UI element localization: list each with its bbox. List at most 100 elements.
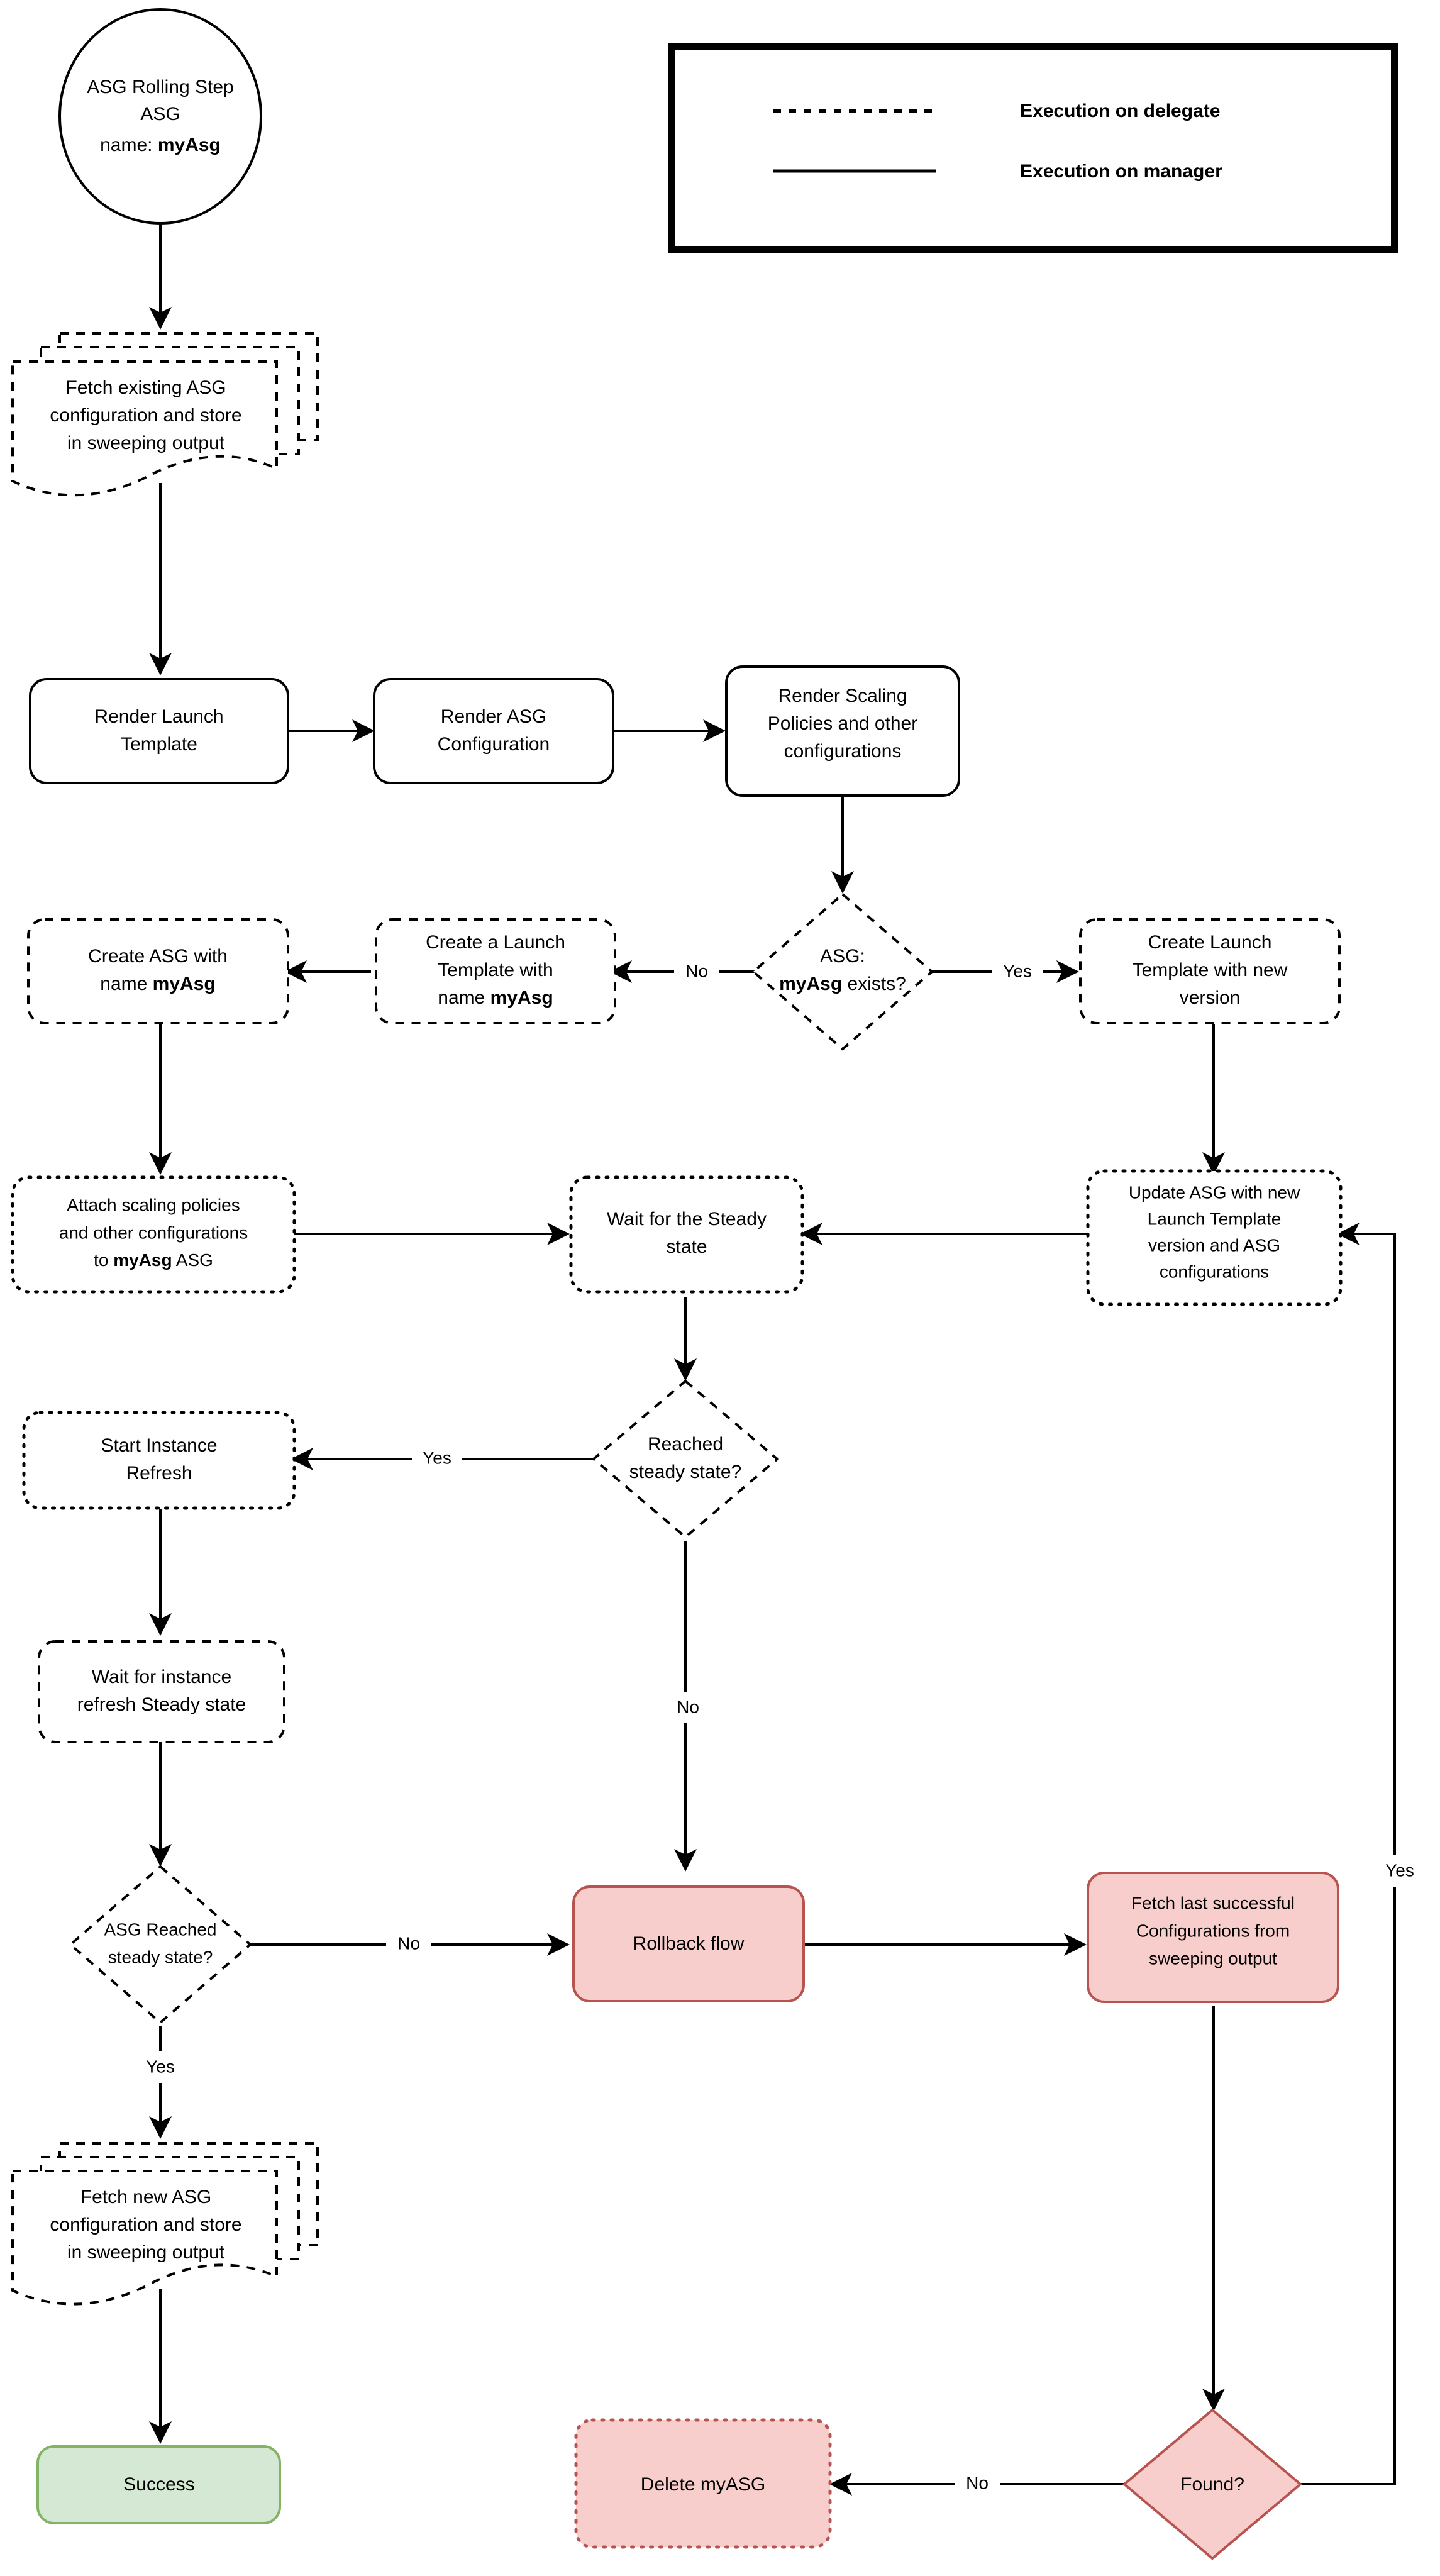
node-found-decision[interactable]: Found? bbox=[1122, 2408, 1303, 2560]
node-create-asg[interactable]: Create ASG with name myAsg bbox=[27, 918, 289, 1024]
node-render-asg-configuration[interactable]: Render ASG Configuration bbox=[373, 678, 614, 784]
update-asg-box bbox=[1086, 1169, 1343, 1306]
update-asg-line2: Launch Template bbox=[1148, 1209, 1282, 1228]
legend-label-manager: Execution on manager bbox=[1020, 161, 1222, 182]
start-instance-refresh-line2: Refresh bbox=[126, 1463, 192, 1484]
wait-steady-state-line1: Wait for the Steady bbox=[607, 1209, 767, 1230]
edge-label-no-reached-steady: No bbox=[677, 1697, 699, 1716]
found-label: Found? bbox=[1180, 2474, 1244, 2495]
asg-reached-steady-state-diamond bbox=[68, 1865, 253, 2024]
edge-label-yes-reached-steady: Yes bbox=[423, 1448, 451, 1467]
attach-scaling-policies-line2: and other configurations bbox=[59, 1223, 248, 1242]
node-fetch-last-successful[interactable]: Fetch last successful Configurations fro… bbox=[1087, 1872, 1339, 2003]
success-box bbox=[36, 2445, 281, 2524]
start-label-line1: ASG Rolling Step bbox=[87, 77, 233, 97]
edge-label-bg-no-reached-steady bbox=[665, 1692, 711, 1723]
edge-label-no-asg-exists: No bbox=[685, 961, 708, 980]
create-lt-new-version-box bbox=[1079, 918, 1341, 1024]
success-label: Success bbox=[123, 2474, 194, 2495]
attach-scaling-policies-line1: Attach scaling policies bbox=[67, 1195, 240, 1214]
edge-label-no-asg-reached: No bbox=[397, 1933, 420, 1953]
node-success[interactable]: Success bbox=[36, 2445, 281, 2524]
asg-exists-diamond bbox=[751, 892, 934, 1051]
legend: Execution on delegate Execution on manag… bbox=[668, 43, 1398, 253]
fetch-last-successful-line3: sweeping output bbox=[1149, 1948, 1277, 1968]
create-asg-box bbox=[27, 918, 289, 1024]
wait-instance-refresh-line2: refresh Steady state bbox=[77, 1694, 246, 1715]
create-asg-line2: name myAsg bbox=[100, 974, 215, 994]
wait-instance-refresh-box bbox=[38, 1640, 285, 1743]
node-delete-myasg[interactable]: Delete myASG bbox=[574, 2418, 832, 2549]
render-scaling-policies-line3: configurations bbox=[784, 741, 902, 762]
node-start[interactable]: ASG Rolling Step ASG name: myAsg bbox=[58, 8, 262, 225]
node-asg-exists-decision[interactable]: ASG: myAsg exists? bbox=[751, 892, 934, 1051]
fetch-last-successful-line1: Fetch last successful bbox=[1131, 1893, 1295, 1913]
legend-label-delegate: Execution on delegate bbox=[1020, 101, 1220, 121]
node-fetch-new-asg[interactable]: Fetch new ASG configuration and store in… bbox=[11, 2142, 319, 2306]
node-create-a-launch-template[interactable]: Create a Launch Template with name myAsg bbox=[375, 918, 616, 1024]
attach-scaling-policies-box bbox=[11, 1175, 296, 1294]
start-label-line3: name: myAsg bbox=[100, 135, 221, 155]
create-a-launch-template-line2: Template with bbox=[438, 960, 553, 980]
node-fetch-existing-asg[interactable]: Fetch existing ASG configuration and sto… bbox=[11, 332, 319, 497]
fetch-existing-label-line3: in sweeping output bbox=[67, 433, 225, 453]
edge-label-bg-yes-found bbox=[1375, 1855, 1425, 1887]
render-asg-configuration-box bbox=[373, 678, 614, 784]
reached-steady-state-line1: Reached bbox=[648, 1434, 723, 1455]
fetch-existing-label-line2: configuration and store bbox=[50, 405, 241, 426]
fetch-new-asg-line1: Fetch new ASG bbox=[80, 2187, 211, 2207]
node-rollback-flow[interactable]: Rollback flow bbox=[572, 1885, 805, 2002]
start-ellipse bbox=[58, 8, 262, 225]
update-asg-line3: version and ASG bbox=[1148, 1235, 1280, 1255]
render-launch-template-box bbox=[29, 678, 289, 784]
fetch-last-successful-box bbox=[1087, 1872, 1339, 2003]
create-a-launch-template-box bbox=[375, 918, 616, 1024]
create-lt-new-version-line2: Template with new bbox=[1133, 960, 1288, 980]
start-label-line2: ASG bbox=[140, 104, 180, 125]
create-a-launch-template-line1: Create a Launch bbox=[426, 932, 565, 953]
node-render-scaling-policies[interactable]: Render Scaling Policies and other config… bbox=[725, 665, 960, 797]
node-wait-steady-state[interactable]: Wait for the Steady state bbox=[569, 1175, 804, 1294]
edge-label-bg-no-asg-exists bbox=[674, 956, 719, 987]
delete-myasg-box bbox=[574, 2418, 832, 2549]
node-wait-instance-refresh[interactable]: Wait for instance refresh Steady state bbox=[38, 1640, 285, 1743]
wait-instance-refresh-line1: Wait for instance bbox=[92, 1667, 231, 1687]
edge-label-bg-yes-asg-exists bbox=[992, 956, 1043, 987]
node-asg-reached-steady-state-decision[interactable]: ASG Reached steady state? bbox=[68, 1865, 253, 2024]
node-update-asg[interactable]: Update ASG with new Launch Template vers… bbox=[1086, 1169, 1343, 1306]
asg-exists-line2: myAsg exists? bbox=[779, 974, 906, 994]
render-scaling-policies-line2: Policies and other bbox=[768, 713, 917, 734]
edge-label-yes-asg-exists: Yes bbox=[1003, 961, 1032, 980]
edge-label-yes-asg-reached: Yes bbox=[146, 2057, 175, 2076]
update-asg-line4: configurations bbox=[1160, 1262, 1269, 1281]
edge-label-yes-found: Yes bbox=[1385, 1860, 1414, 1880]
node-render-launch-template[interactable]: Render Launch Template bbox=[29, 678, 289, 784]
edge-label-no-found: No bbox=[966, 2473, 989, 2492]
node-attach-scaling-policies[interactable]: Attach scaling policies and other config… bbox=[11, 1175, 296, 1294]
asg-reached-steady-state-line2: steady state? bbox=[108, 1947, 213, 1967]
rollback-flow-line1: Rollback flow bbox=[633, 1933, 745, 1954]
fetch-new-asg-line3: in sweeping output bbox=[67, 2242, 225, 2263]
fetch-new-asg-line2: configuration and store bbox=[50, 2214, 241, 2235]
create-asg-line1: Create ASG with bbox=[88, 946, 228, 967]
create-a-launch-template-line3: name myAsg bbox=[438, 987, 553, 1008]
fetch-existing-label-line1: Fetch existing ASG bbox=[65, 377, 226, 398]
render-scaling-policies-box bbox=[725, 665, 960, 797]
asg-reached-steady-state-line1: ASG Reached bbox=[104, 1919, 217, 1939]
render-launch-template-line1: Render Launch bbox=[94, 706, 223, 727]
update-asg-line1: Update ASG with new bbox=[1129, 1182, 1300, 1202]
legend-box bbox=[668, 43, 1398, 253]
render-scaling-policies-line1: Render Scaling bbox=[778, 686, 907, 706]
edge-label-bg-yes-asg-reached bbox=[135, 2051, 186, 2083]
render-launch-template-line2: Template bbox=[121, 734, 197, 755]
node-start-instance-refresh[interactable]: Start Instance Refresh bbox=[22, 1411, 296, 1510]
node-create-launch-template-new-version[interactable]: Create Launch Template with new version bbox=[1079, 918, 1341, 1024]
fetch-new-asg-doc-front bbox=[11, 2170, 278, 2306]
reached-steady-state-line2: steady state? bbox=[629, 1462, 741, 1482]
found-diamond bbox=[1122, 2408, 1303, 2560]
node-reached-steady-state-decision[interactable]: Reached steady state? bbox=[591, 1379, 780, 1539]
fetch-last-successful-line2: Configurations from bbox=[1136, 1921, 1290, 1940]
wait-steady-state-line2: state bbox=[666, 1236, 707, 1257]
